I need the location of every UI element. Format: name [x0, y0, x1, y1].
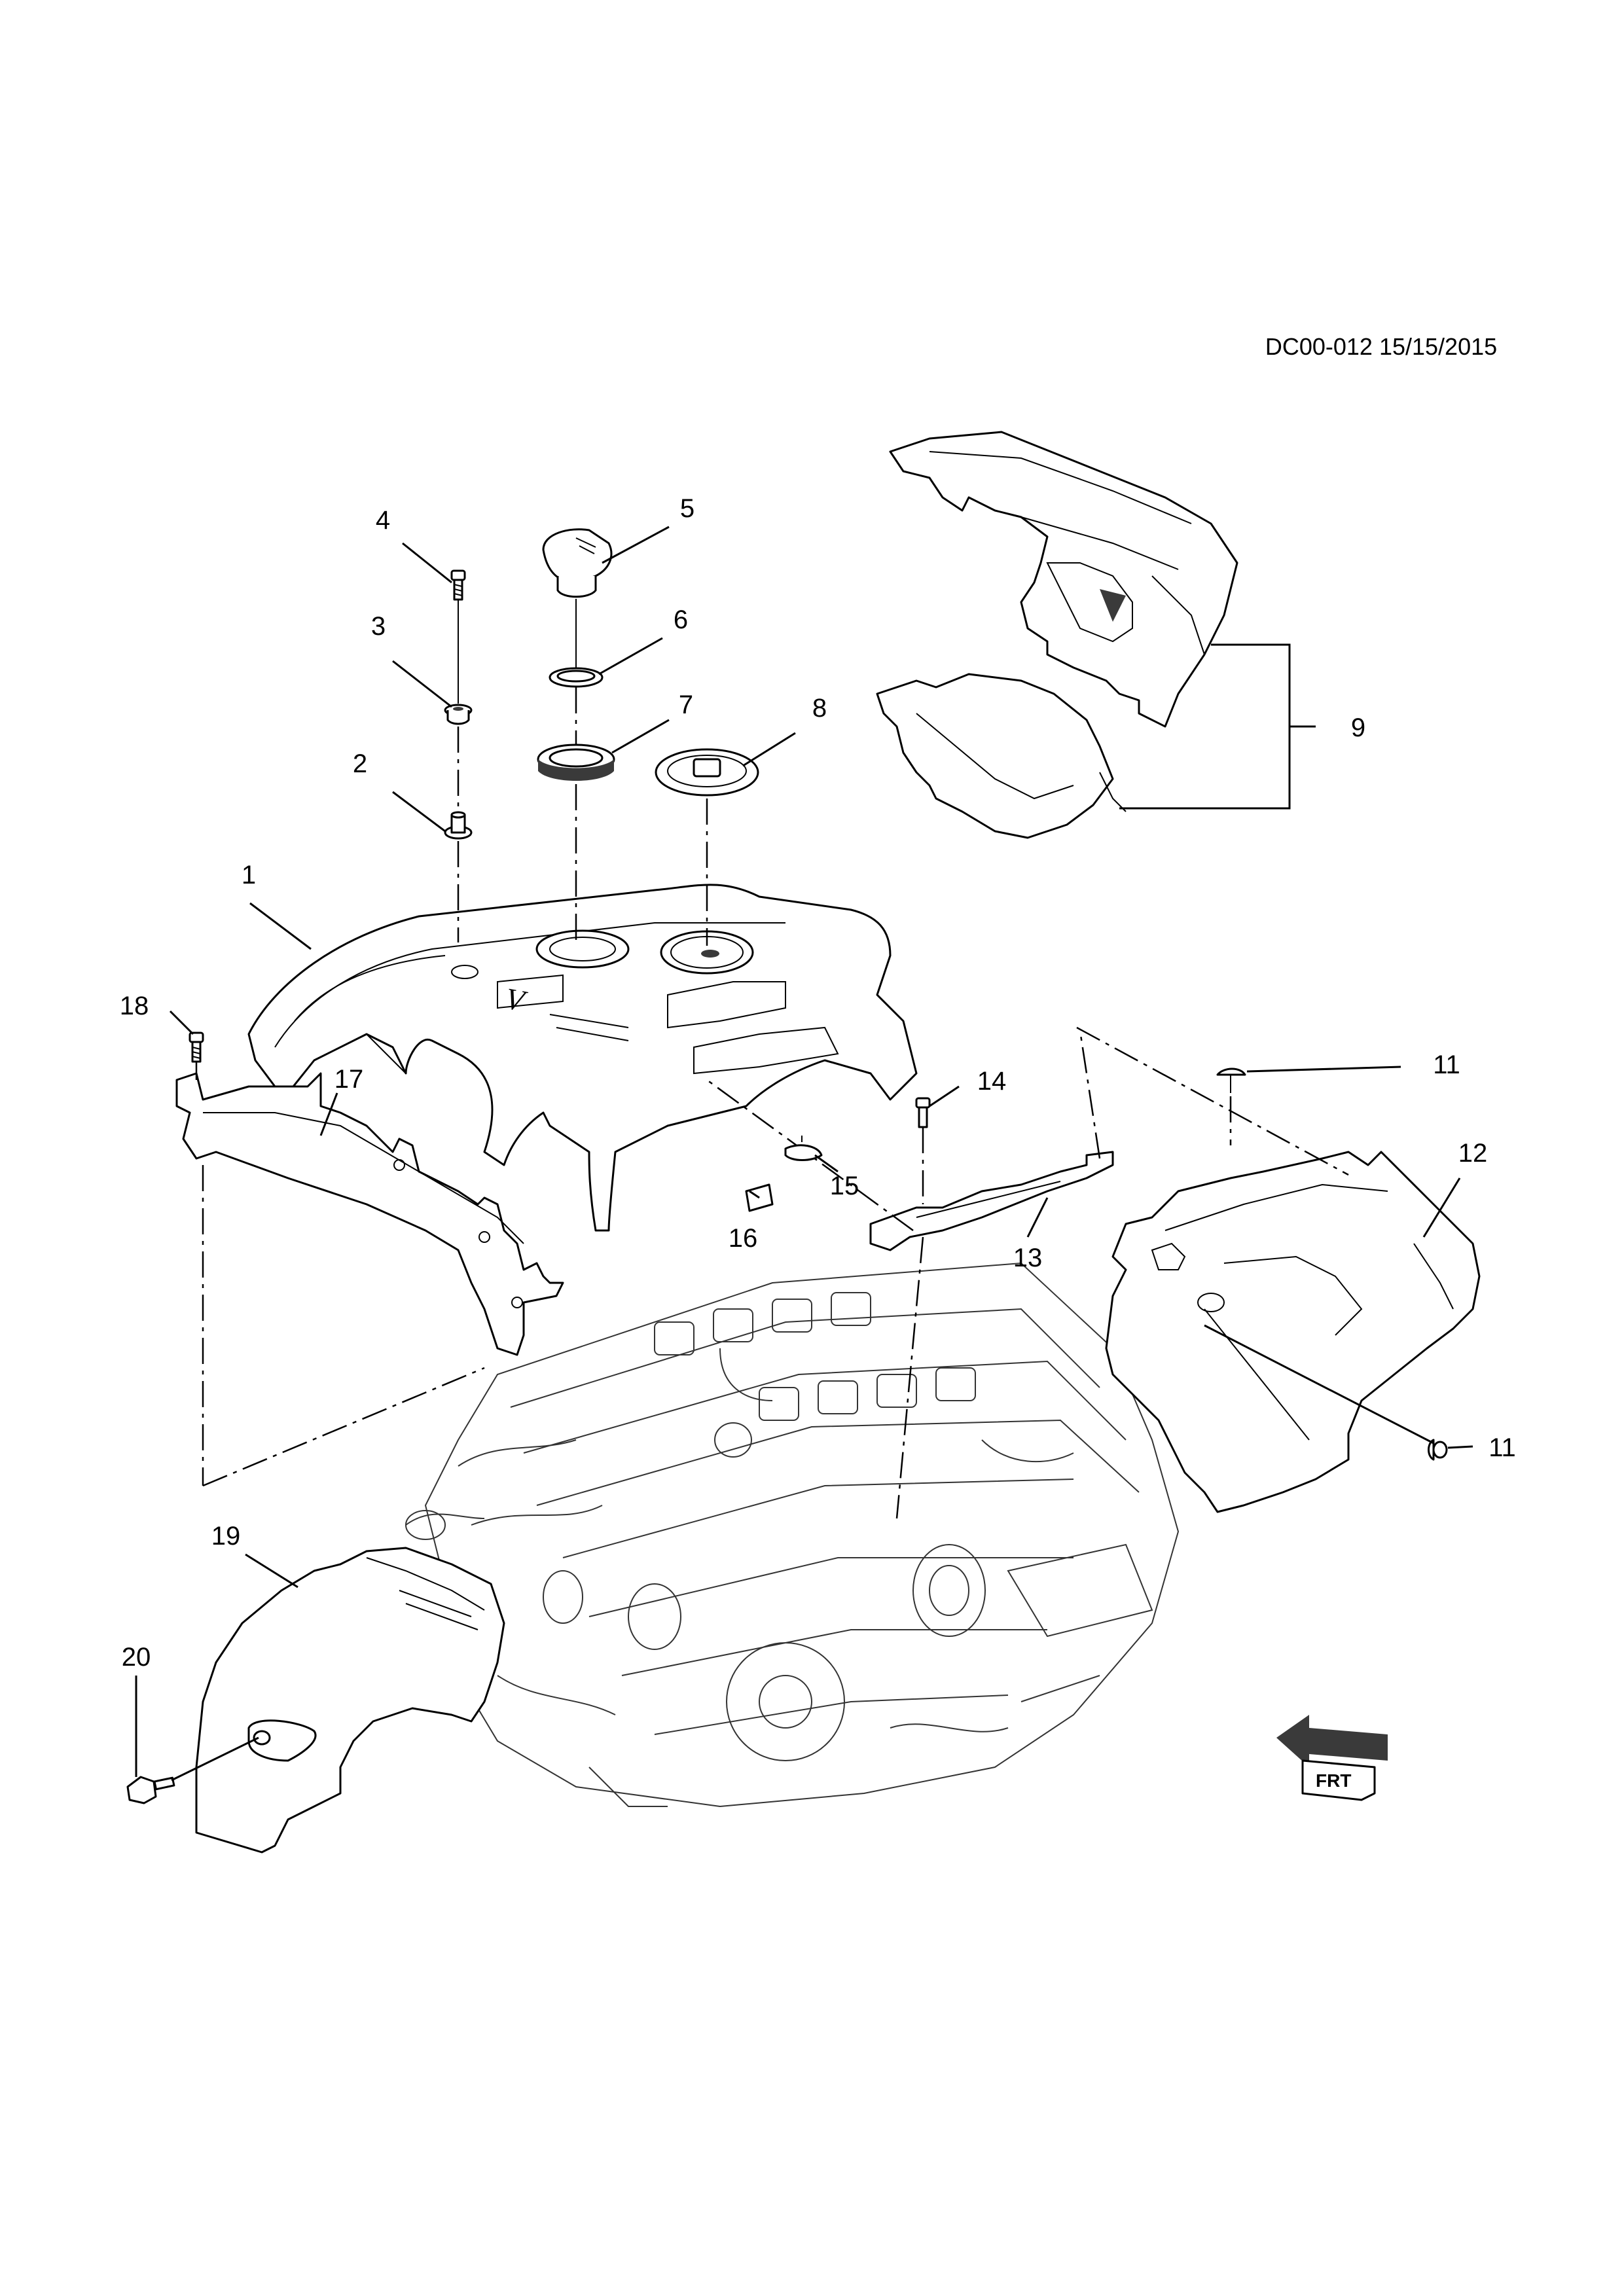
bolt-18 — [189, 1031, 204, 1080]
callout-3: 3 — [371, 612, 386, 641]
heat-shield-19 — [195, 1547, 505, 1854]
spacer-2 — [444, 811, 473, 840]
grommet-3 — [444, 704, 473, 725]
bracket-17 — [175, 1072, 564, 1487]
callout-11-top: 11 — [1433, 1050, 1460, 1079]
seal-7 — [537, 744, 615, 781]
engine-cover: V — [247, 884, 918, 1232]
callout-7: 7 — [679, 691, 693, 719]
callout-12: 12 — [1458, 1139, 1488, 1168]
engine-assembly — [405, 1262, 1180, 1808]
callout-14: 14 — [977, 1067, 1007, 1096]
diagram-code: DC00-012 15/15/2015 — [1265, 333, 1497, 360]
callout-16: 16 — [729, 1224, 758, 1253]
callout-5: 5 — [680, 494, 695, 523]
callout-1: 1 — [242, 861, 256, 889]
callout-6: 6 — [674, 605, 688, 634]
bolt-20 — [126, 1776, 175, 1804]
callout-9: 9 — [1351, 713, 1365, 742]
screw-11-top — [1216, 1067, 1246, 1145]
screw-11-bottom — [1428, 1439, 1448, 1461]
front-direction-arrow: FRT — [1276, 1715, 1388, 1801]
fastener-stack — [444, 569, 473, 942]
bolt-4 — [450, 569, 466, 601]
callout-20: 20 — [122, 1643, 151, 1672]
heat-shield-9 — [876, 431, 1316, 839]
callout-11-bottom: 11 — [1489, 1433, 1516, 1462]
leader-lines — [135, 526, 1473, 1782]
callout-15: 15 — [830, 1172, 859, 1200]
clip-15 — [784, 1136, 823, 1161]
callout-2: 2 — [353, 749, 367, 778]
heat-shield-12 — [1076, 1026, 1481, 1513]
callout-labels: 1 2 3 4 5 6 7 8 9 11 11 12 13 14 15 16 1… — [120, 494, 1516, 1672]
bracket-13 — [706, 1030, 1114, 1251]
emblem-8 — [655, 748, 759, 946]
front-arrow-label: FRT — [1316, 1770, 1351, 1791]
oil-cap-stack — [537, 528, 615, 942]
bolt-14 — [895, 1097, 931, 1519]
callout-4: 4 — [376, 506, 390, 535]
callout-17: 17 — [334, 1065, 364, 1094]
callout-18: 18 — [120, 992, 149, 1020]
callout-19: 19 — [211, 1522, 241, 1551]
callout-13: 13 — [1013, 1244, 1043, 1272]
oil-cap-5 — [542, 528, 613, 598]
o-ring-6 — [549, 667, 604, 688]
callout-8: 8 — [812, 694, 827, 723]
